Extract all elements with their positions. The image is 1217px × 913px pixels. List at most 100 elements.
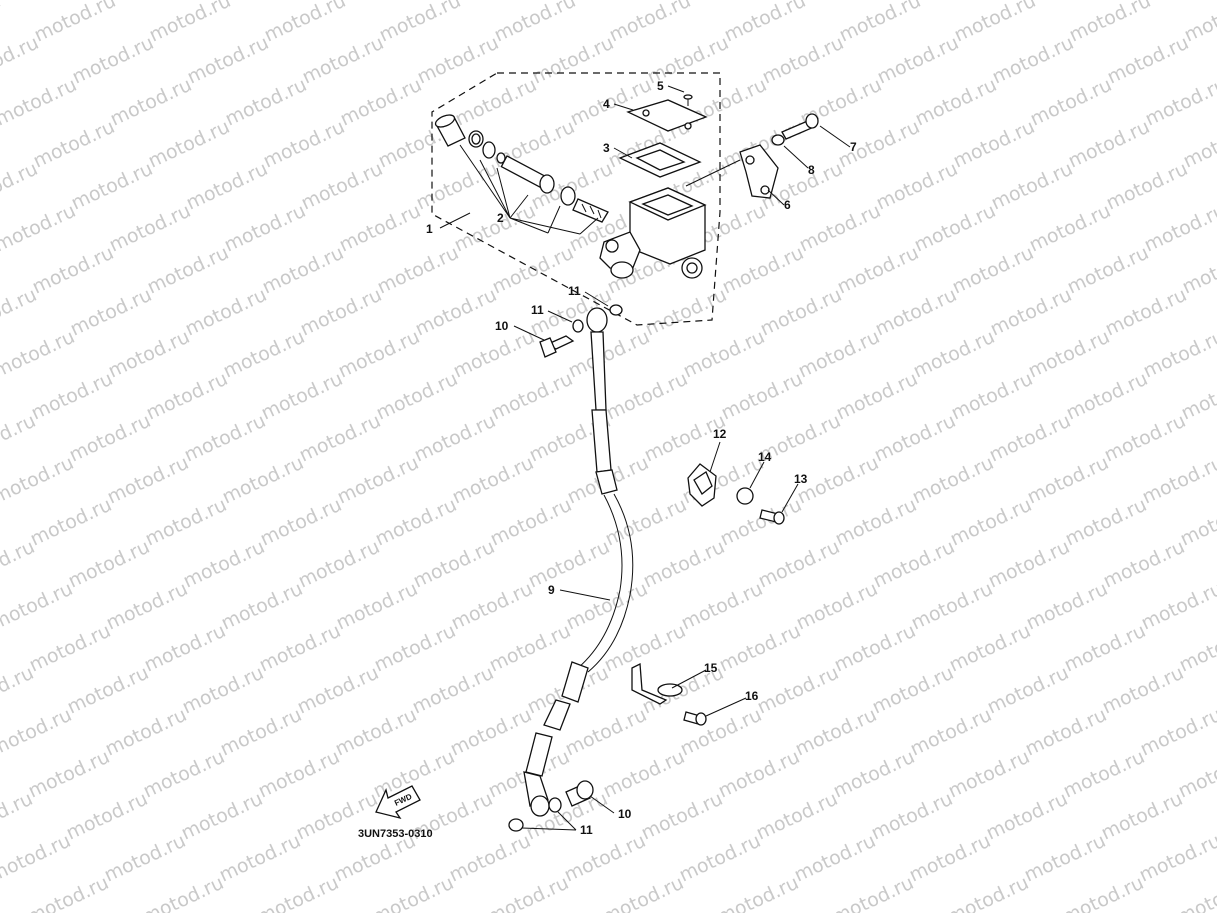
watermark-text: motod.ru — [145, 116, 233, 173]
watermark-text: motod.ru — [220, 326, 308, 383]
watermark-text: motod.ru — [294, 662, 382, 719]
watermark-text: motod.ru — [873, 158, 961, 215]
copper-washer-bottom-a — [508, 818, 524, 832]
watermark-text: motod.ru — [1138, 578, 1217, 635]
watermark-text: motod.ru — [946, 620, 1034, 677]
watermark-text: motod.ru — [258, 368, 346, 425]
callout-11-bottom: 11 — [580, 823, 593, 837]
watermark-text: motod.ru — [254, 872, 342, 913]
watermark-text: motod.ru — [446, 830, 534, 887]
watermark-text: motod.ru — [139, 872, 227, 913]
watermark-text: motod.ru — [833, 368, 921, 425]
watermark-text: motod.ru — [640, 536, 728, 593]
watermark-text: motod.ru — [1141, 200, 1217, 257]
watermark-text: motod.ru — [27, 494, 115, 551]
watermark-text: motod.ru — [753, 788, 841, 845]
watermark-text: motod.ru — [1065, 116, 1153, 173]
watermark-text: motod.ru — [1059, 872, 1147, 913]
watermark-text: motod.ru — [25, 746, 113, 803]
watermark-text: motod.ru — [949, 242, 1037, 299]
watermark-text: motod.ru — [1061, 620, 1149, 677]
watermark-text: motod.ru — [1179, 242, 1217, 299]
watermark-text: motod.ru — [0, 452, 77, 509]
watermark-text: motod.ru — [985, 536, 1073, 593]
watermark-text: motod.ru — [67, 284, 155, 341]
watermark-text: motod.ru — [0, 578, 76, 635]
watermark-text: motod.ru — [831, 620, 919, 677]
watermark-text: motod.ru — [561, 830, 649, 887]
watermark-text: motod.ru — [295, 536, 383, 593]
banjo-fitting-top — [586, 307, 608, 333]
watermark-text: motod.ru — [945, 746, 1033, 803]
watermark-text: motod.ru — [449, 452, 537, 509]
watermark-text: motod.ru — [907, 704, 995, 761]
watermark-text: motod.ru — [795, 326, 883, 383]
callout-8: 8 — [808, 163, 815, 177]
callout-13: 13 — [794, 472, 808, 486]
watermark-text: motod.ru — [715, 746, 803, 803]
watermark-text: motod.ru — [912, 74, 1000, 131]
watermark-text: motod.ru — [1136, 830, 1217, 887]
watermark-text: motod.ru — [0, 0, 4, 47]
diaphragm — [618, 142, 702, 178]
watermark-text: motod.ru — [1142, 74, 1217, 131]
watermark-text: motod.ru — [1026, 200, 1114, 257]
watermark-text: motod.ru — [525, 536, 613, 593]
copper-washer-top-b — [609, 304, 623, 316]
callout-2: 2 — [497, 211, 504, 225]
watermark-text: motod.ru — [0, 74, 80, 131]
watermark-text: motod.ru — [721, 0, 809, 47]
watermark-text: motod.ru — [1176, 620, 1217, 677]
watermark-text: motod.ru — [757, 284, 845, 341]
watermark-text: motod.ru — [410, 536, 498, 593]
watermark-text: motod.ru — [256, 620, 344, 677]
watermark-text: motod.ru — [1064, 242, 1152, 299]
copper-washer-bottom-b — [548, 797, 562, 813]
watermark-text: motod.ru — [0, 830, 74, 887]
watermark-text: motod.ru — [107, 74, 195, 131]
watermark-text: motod.ru — [183, 158, 271, 215]
watermark-text: motod.ru — [676, 830, 764, 887]
watermark-text: motod.ru — [179, 662, 267, 719]
union-bolt-bottom — [565, 780, 594, 807]
watermark-text: motod.ru — [755, 536, 843, 593]
watermark-text: motod.ru — [414, 32, 502, 89]
watermark-text: motod.ru — [261, 0, 349, 47]
clamp-bolt — [781, 113, 819, 140]
hose-guide — [687, 463, 717, 507]
watermark-text: motod.ru — [638, 788, 726, 845]
watermark-text: motod.ru — [1100, 536, 1188, 593]
watermark-text: motod.ru — [909, 452, 997, 509]
callout-11-top-left: 11 — [531, 303, 544, 317]
watermark-text: motod.ru — [488, 368, 576, 425]
watermark-text: motod.ru — [1098, 788, 1186, 845]
assembly-outline — [431, 72, 721, 326]
hose-bracket — [631, 662, 683, 705]
watermark-text: motod.ru — [221, 200, 309, 257]
watermark-text: motod.ru — [1178, 368, 1217, 425]
watermark-text: motod.ru — [376, 0, 464, 47]
watermark-text: motod.ru — [335, 326, 423, 383]
watermark-text: motod.ru — [565, 326, 653, 383]
watermark-text: motod.ru — [146, 0, 234, 47]
watermark-text: motod.ru — [489, 242, 577, 299]
watermark-text: motod.ru — [830, 746, 918, 803]
watermark-text: motod.ru — [333, 578, 421, 635]
watermark-text: motod.ru — [332, 704, 420, 761]
watermark-text: motod.ru — [103, 578, 191, 635]
watermark-text: motod.ru — [567, 74, 655, 131]
callout-6: 6 — [784, 198, 791, 212]
watermark-text: motod.ru — [874, 32, 962, 89]
watermark-text: motod.ru — [106, 200, 194, 257]
piston-kit — [434, 114, 609, 223]
watermark-text: motod.ru — [1060, 746, 1148, 803]
watermark-text: motod.ru — [600, 746, 688, 803]
watermark-text: motod.ru — [0, 158, 41, 215]
watermark-text: motod.ru — [217, 704, 305, 761]
callout-labels: 1 2 3 4 5 6 7 8 9 10 10 11 11 11 12 13 1… — [426, 79, 857, 837]
leader-lines — [439, 85, 851, 831]
watermark-text: motod.ru — [719, 242, 807, 299]
watermark-text: motod.ru — [0, 788, 36, 845]
watermark-text: motod.ru — [105, 326, 193, 383]
watermark-text: motod.ru — [69, 32, 157, 89]
